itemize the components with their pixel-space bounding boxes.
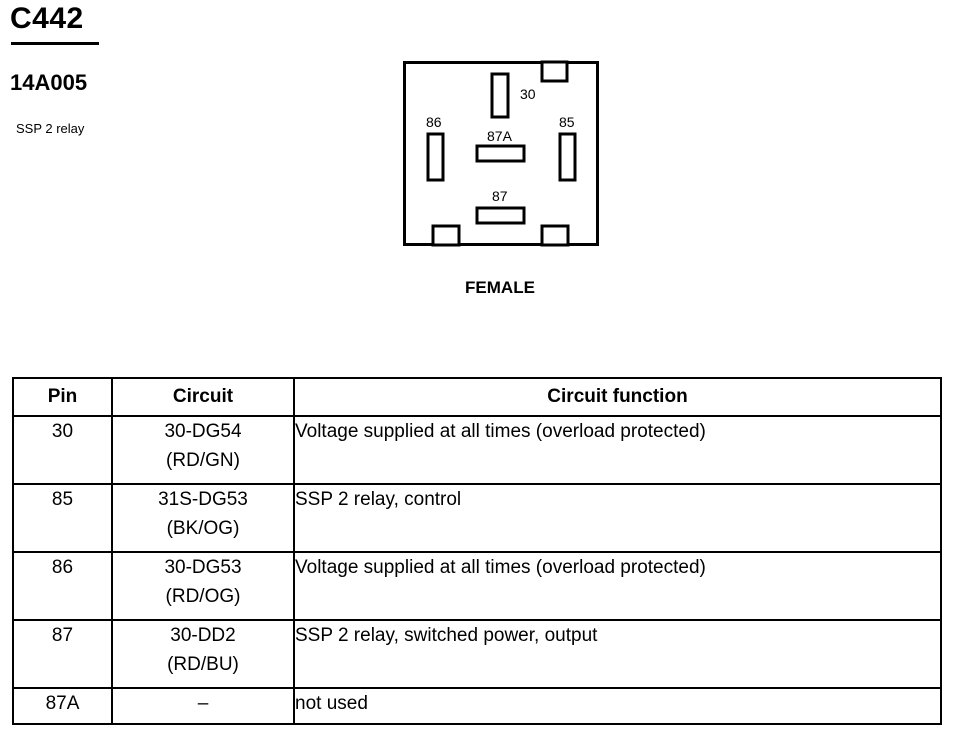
wire-color: (BK/OG) — [166, 518, 240, 539]
key-notch-bottom-left — [431, 224, 461, 247]
table-row: 87A – not used — [12, 687, 942, 725]
terminal-86 — [426, 132, 445, 182]
pinout-table: Pin Circuit Circuit function 30 30-DG54 … — [12, 377, 942, 725]
circuit-code: 30-DG53 — [164, 557, 242, 578]
table-header-row: Pin Circuit Circuit function — [12, 377, 942, 417]
table-row: 86 30-DG53 (RD/OG) Voltage supplied at a… — [12, 551, 942, 621]
table-row: 87 30-DD2 (RD/BU) SSP 2 relay, switched … — [12, 619, 942, 689]
cell-circuit: 31S-DG53 (BK/OG) — [111, 483, 295, 553]
part-number: 14A005 — [10, 70, 88, 95]
circuit-code: 30-DG54 — [164, 421, 242, 442]
cell-function: not used — [293, 687, 942, 725]
header-pin: Pin — [12, 377, 113, 417]
cell-circuit: 30-DG54 (RD/GN) — [111, 415, 295, 485]
cell-pin: 87 — [12, 619, 113, 689]
terminal-30 — [490, 72, 510, 119]
table-row: 85 31S-DG53 (BK/OG) SSP 2 relay, control — [12, 483, 942, 553]
header-circuit: Circuit — [111, 377, 295, 417]
cell-pin: 86 — [12, 551, 113, 621]
cell-pin: 87A — [12, 687, 113, 725]
pin-label-85: 85 — [559, 114, 575, 130]
key-notch-top — [540, 60, 569, 83]
pin-label-87: 87 — [492, 188, 508, 204]
pin-label-86: 86 — [426, 114, 442, 130]
wire-color: (RD/OG) — [165, 586, 241, 607]
cell-function: SSP 2 relay, switched power, output — [293, 619, 942, 689]
cell-pin: 30 — [12, 415, 113, 485]
pin-label-30: 30 — [520, 86, 536, 102]
cell-pin: 85 — [12, 483, 113, 553]
circuit-code: 31S-DG53 — [158, 489, 248, 510]
circuit-code: 30-DD2 — [170, 625, 236, 646]
cell-circuit: – — [111, 687, 295, 725]
wire-color: (RD/GN) — [166, 450, 240, 471]
terminal-87 — [475, 206, 526, 225]
title-underline — [11, 42, 99, 45]
connector-description: SSP 2 relay — [16, 121, 85, 136]
table-row: 30 30-DG54 (RD/GN) Voltage supplied at a… — [12, 415, 942, 485]
connector-id: C442 — [10, 2, 84, 35]
terminal-85 — [558, 132, 577, 182]
cell-circuit: 30-DD2 (RD/BU) — [111, 619, 295, 689]
cell-function: Voltage supplied at all times (overload … — [293, 415, 942, 485]
terminal-87a — [475, 144, 526, 163]
connector-gender-label: FEMALE — [465, 278, 535, 297]
cell-function: Voltage supplied at all times (overload … — [293, 551, 942, 621]
connector-face-diagram: 30 86 87A 85 87 — [403, 60, 599, 247]
cell-circuit: 30-DG53 (RD/OG) — [111, 551, 295, 621]
key-notch-bottom-right — [540, 224, 570, 247]
header-circuit-function: Circuit function — [293, 377, 942, 417]
cell-function: SSP 2 relay, control — [293, 483, 942, 553]
circuit-code: – — [197, 693, 209, 714]
pin-label-87a: 87A — [487, 128, 513, 144]
wire-color: (RD/BU) — [167, 654, 239, 675]
